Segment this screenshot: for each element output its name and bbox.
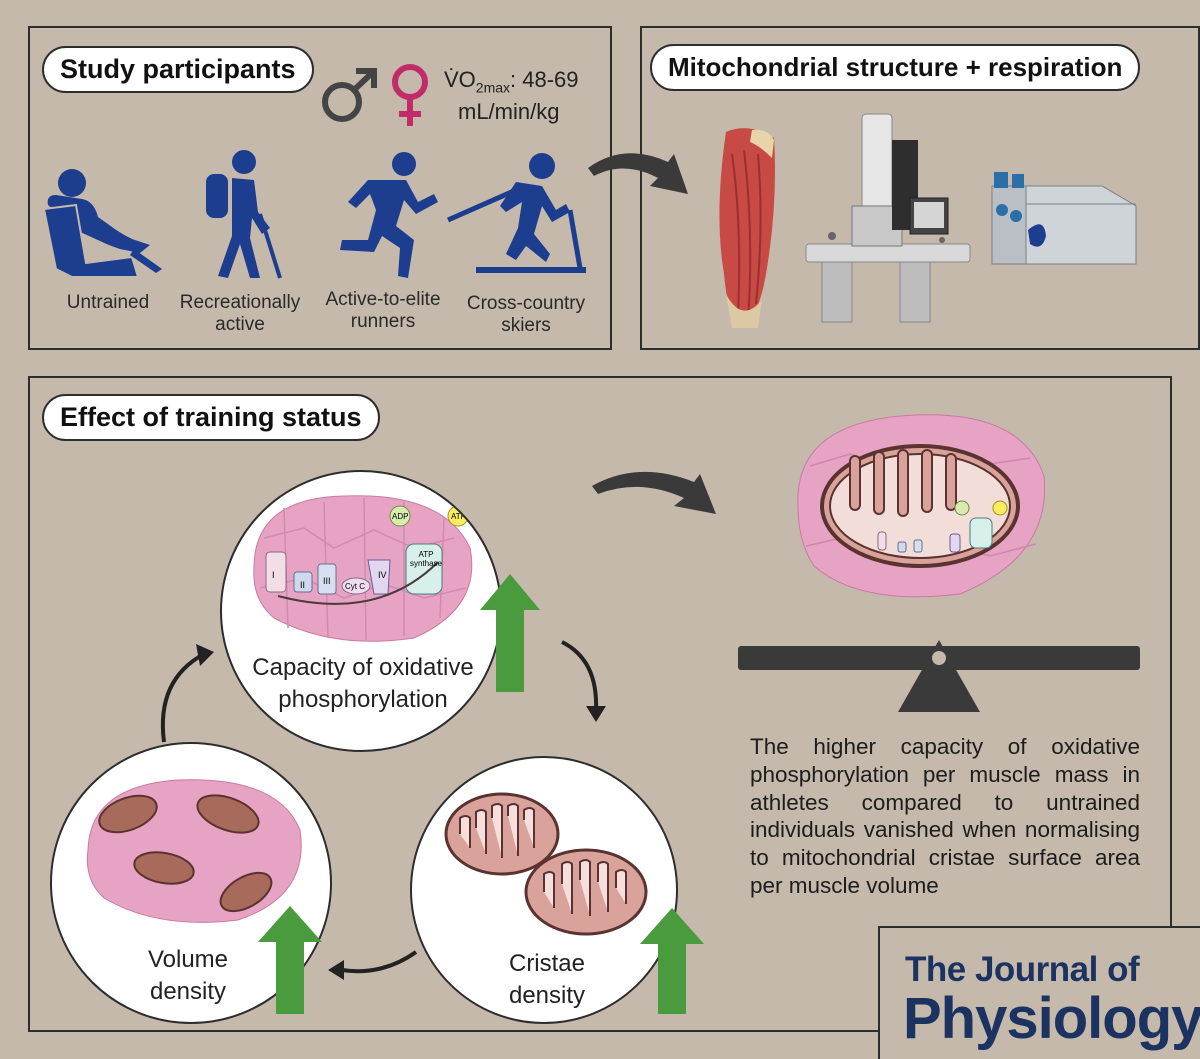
mitochondria-in-muscle-icon: [86, 779, 302, 923]
hiker-icon: [206, 150, 282, 279]
muscle-icon: [719, 128, 775, 328]
male-symbol-icon: [322, 68, 377, 122]
connector-arrow-icon: [588, 153, 688, 194]
group-label-untrained: Untrained: [66, 292, 150, 313]
journal-name-line2: Physiology: [903, 986, 1200, 1051]
oxphos-label: Capacity of oxidative phosphorylation: [252, 654, 474, 713]
complex-iii-label: III: [323, 576, 331, 586]
complex-i-label: I: [272, 570, 275, 580]
cristae-circle: Cristae density: [410, 756, 678, 1024]
mitochondria-icon: [444, 792, 648, 936]
vo2-subscript: 2max: [475, 79, 511, 96]
summary-text: The higher capacity of oxidative phospho…: [750, 734, 1140, 898]
female-symbol-icon: [392, 64, 428, 126]
volume-circle: Volume density: [50, 742, 332, 1024]
balance-scale-icon: [738, 640, 1140, 712]
vo2-value: : 48-69: [510, 67, 579, 92]
seated-person-icon: [42, 169, 162, 278]
vo2max-range: V̇O2max: 48-69: [444, 66, 604, 101]
cycle-arrow-icon: [160, 644, 214, 743]
skier-icon: [446, 153, 586, 273]
methods-panel: [640, 26, 1200, 350]
cristae-label: Cristae density: [508, 950, 586, 1009]
cyt-c-label: Cyt C: [345, 582, 365, 591]
effect-panel: [28, 376, 1172, 1032]
group-label-skiers: Cross-country skiers: [466, 293, 586, 336]
journal-logo-box: [878, 926, 1200, 1059]
oxphos-circle: I II III Cyt C IV ATP synthase ADP ATP C…: [220, 470, 502, 752]
increase-arrow-icon: [258, 906, 322, 1014]
mitochondrion-detail-icon: [797, 414, 1046, 598]
group-label-recreational: Recreationally active: [179, 292, 301, 335]
atp-synthase-label: ATP synthase: [409, 550, 443, 568]
increase-arrow-icon: [480, 574, 540, 692]
adp-label: ADP: [392, 512, 409, 521]
increase-arrow-icon: [640, 908, 704, 1014]
methods-title: Mitochondrial structure + respiration: [650, 44, 1141, 91]
effect-title: Effect of training status: [42, 394, 380, 441]
participants-title: Study participants: [42, 46, 314, 93]
participants-panel: [28, 26, 612, 350]
vo2-unit: mL/min/kg: [458, 99, 560, 124]
connector-arrow-icon: [592, 471, 716, 514]
atp-label: ATP: [451, 512, 466, 521]
runner-icon: [340, 152, 438, 278]
respirometer-icon: [991, 172, 1137, 265]
vo2-label: V̇O: [444, 67, 476, 92]
cycle-arrow-icon: [561, 640, 606, 722]
complex-ii-label: II: [300, 580, 306, 590]
journal-name-line1: The Journal of: [905, 950, 1140, 989]
complex-iv-label: IV: [378, 570, 387, 580]
electron-transport-chain-icon: [265, 505, 469, 605]
group-label-runners: Active-to-elite runners: [325, 289, 441, 332]
cycle-arrow-icon: [328, 950, 418, 980]
volume-label: Volume density: [147, 946, 229, 1005]
electron-microscope-icon: [805, 113, 971, 323]
